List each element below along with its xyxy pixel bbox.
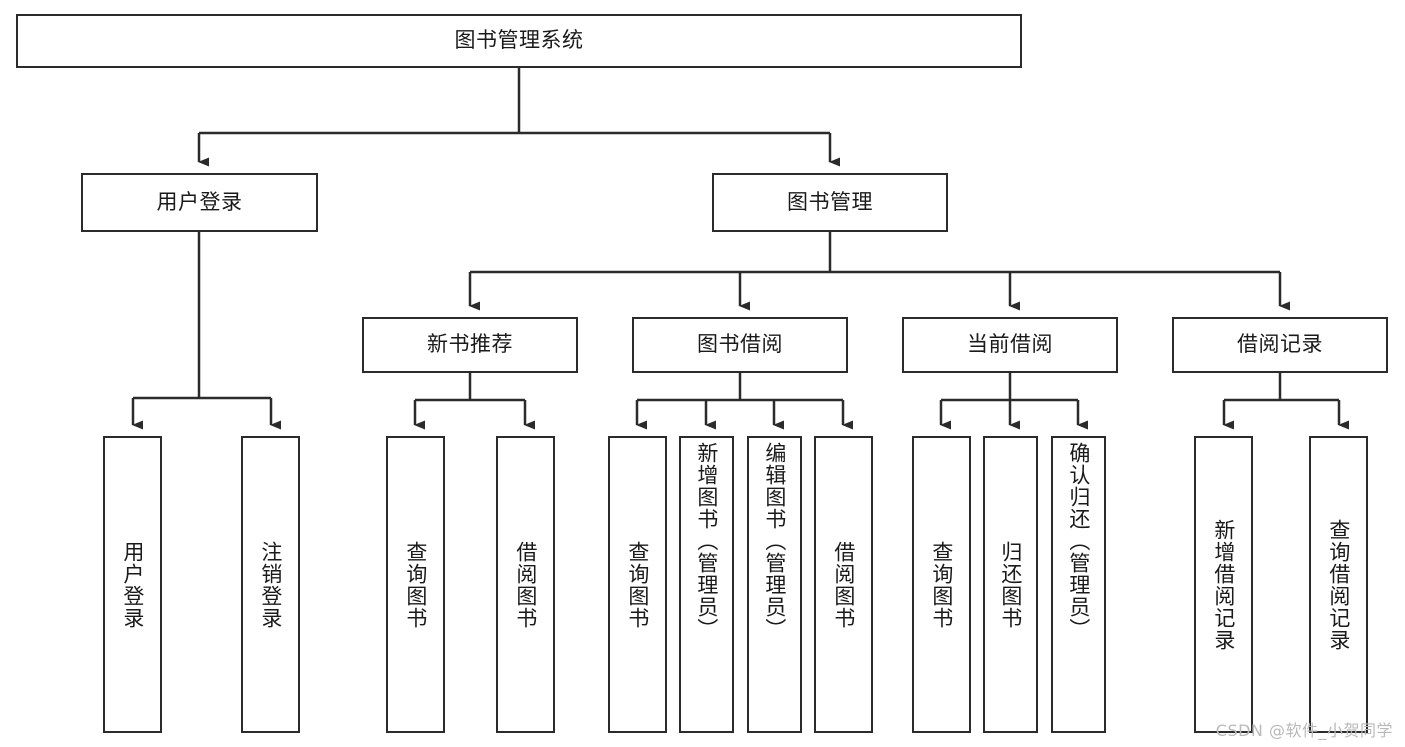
node-label: 查询图书 xyxy=(625,540,650,629)
node-current-borrow[interactable]: 当前借阅 xyxy=(902,317,1118,373)
node-label: 归还图书 xyxy=(998,540,1023,629)
node-label: 查询借阅记录 xyxy=(1326,518,1351,651)
node-label: 注销登录 xyxy=(258,540,283,629)
node-label: 用户登录 xyxy=(120,540,145,629)
node-root-book-management-system[interactable]: 图书管理系统 xyxy=(16,14,1022,68)
node-label: 确认归还（管理员） xyxy=(1066,442,1091,640)
leaf-book-borrow-add-book-admin[interactable]: 新增图书（管理员） xyxy=(679,436,734,733)
node-label: 图书借阅 xyxy=(697,332,783,357)
node-label: 新增借阅记录 xyxy=(1211,518,1236,651)
node-label: 当前借阅 xyxy=(967,332,1053,357)
node-label: 查询图书 xyxy=(403,540,428,629)
node-label: 编辑图书（管理员） xyxy=(762,442,787,640)
leaf-current-borrow-return-book[interactable]: 归还图书 xyxy=(983,436,1038,733)
node-label: 新增图书（管理员） xyxy=(694,442,719,640)
node-label: 用户登录 xyxy=(156,189,243,214)
node-borrow-record[interactable]: 借阅记录 xyxy=(1172,317,1388,373)
node-user-login[interactable]: 用户登录 xyxy=(81,173,318,232)
node-new-book-recommend[interactable]: 新书推荐 xyxy=(362,317,578,373)
leaf-user-login-login[interactable]: 用户登录 xyxy=(103,436,162,733)
leaf-current-borrow-confirm-return-admin[interactable]: 确认归还（管理员） xyxy=(1051,436,1106,733)
leaf-new-book-borrow-book[interactable]: 借阅图书 xyxy=(496,436,555,733)
watermark-text: CSDN @软件_小贺同学 xyxy=(1215,721,1393,740)
node-label: 图书管理系统 xyxy=(454,28,584,53)
leaf-book-borrow-edit-book-admin[interactable]: 编辑图书（管理员） xyxy=(747,436,802,733)
leaf-borrow-record-add-record[interactable]: 新增借阅记录 xyxy=(1194,436,1253,733)
leaf-borrow-record-query-record[interactable]: 查询借阅记录 xyxy=(1309,436,1368,733)
node-label: 借阅记录 xyxy=(1237,332,1323,357)
node-label: 图书管理 xyxy=(787,189,873,214)
leaf-book-borrow-borrow-book[interactable]: 借阅图书 xyxy=(814,436,873,733)
leaf-current-borrow-query-book[interactable]: 查询图书 xyxy=(912,436,971,733)
node-label: 借阅图书 xyxy=(831,540,856,629)
node-label: 借阅图书 xyxy=(513,540,538,629)
leaf-book-borrow-query-book[interactable]: 查询图书 xyxy=(608,436,667,733)
node-label: 查询图书 xyxy=(929,540,954,629)
node-book-borrow[interactable]: 图书借阅 xyxy=(632,317,848,373)
node-label: 新书推荐 xyxy=(427,332,513,357)
leaf-user-login-logout[interactable]: 注销登录 xyxy=(241,436,300,733)
leaf-new-book-query-book[interactable]: 查询图书 xyxy=(386,436,445,733)
node-book-management[interactable]: 图书管理 xyxy=(712,173,948,232)
